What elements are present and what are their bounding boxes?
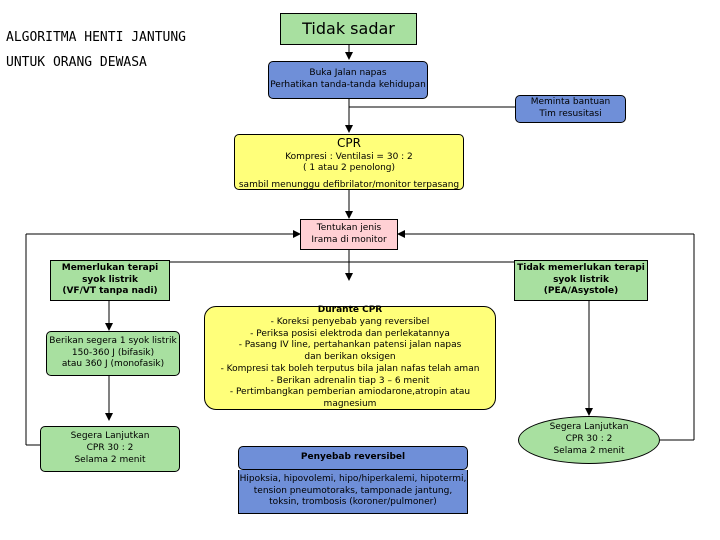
node-non-shockable-line1: Tidak memerlukan terapi [517, 262, 645, 273]
node-cpr: CPR Kompresi : Ventilasi = 30 : 2 ( 1 at… [234, 134, 464, 190]
node-non-shockable: Tidak memerlukan terapi syok listrik (PE… [514, 260, 648, 301]
node-assess-rhythm-line2: Irama di monitor [311, 234, 387, 245]
node-reversible-line1: Hipoksia, hipovolemi, hipo/hiperkalemi, … [239, 473, 467, 484]
node-cpr-line2: ( 1 atau 2 penolong) [302, 163, 396, 174]
node-reversible-causes-list: Hipoksia, hipovolemi, hipo/hiperkalemi, … [238, 470, 468, 514]
node-continue-left-line2: CPR 30 : 2 [86, 443, 134, 454]
node-during-cpr-item: - Koreksi penyebab yang reversibel [270, 317, 430, 328]
node-give-shock-line1: Berikan segera 1 syok listrik [49, 335, 177, 346]
node-during-cpr-item: - Kompresi tak boleh terputus bila jalan… [220, 363, 480, 374]
node-give-shock-line3: atau 360 J (monofasik) [61, 359, 165, 370]
node-continue-right-line2: CPR 30 : 2 [565, 434, 613, 445]
node-reversible-causes-heading: Penyebab reversibel [300, 452, 406, 463]
node-call-help: Meminta bantuan Tim resusitasi [515, 95, 626, 123]
node-open-airway-line2: Perhatikan tanda-tanda kehidupan [270, 80, 426, 90]
node-during-cpr-item: dan berikan oksigen [304, 352, 396, 363]
node-during-cpr-item: - Periksa posisi elektroda dan perlekata… [250, 328, 450, 339]
node-assess-rhythm-line1: Tentukan jenis [316, 222, 382, 233]
node-continue-cpr-right: Segera Lanjutkan CPR 30 : 2 Selama 2 men… [518, 416, 660, 464]
node-continue-cpr-left: Segera Lanjutkan CPR 30 : 2 Selama 2 men… [40, 426, 180, 472]
node-assess-rhythm: Tentukan jenis Irama di monitor [300, 219, 398, 250]
node-call-help-line1: Meminta bantuan [530, 97, 611, 108]
node-during-cpr-heading: Durante CPR [317, 305, 383, 316]
node-shockable-line3: (VF/VT tanpa nadi) [62, 286, 158, 297]
node-non-shockable-line3: (PEA/Asystole) [543, 286, 619, 297]
diagram-title-line2: UNTUK ORANG DEWASA [6, 55, 147, 70]
node-shockable-line1: Memerlukan terapi [61, 262, 159, 273]
node-open-airway-line1: Buka Jalan napas [309, 68, 387, 79]
node-reversible-line3: toksin, trombosis (koroner/pulmoner) [269, 497, 437, 508]
node-non-shockable-line2: syok listrik [553, 274, 609, 285]
node-during-cpr: Durante CPR - Koreksi penyebab yang reve… [204, 305, 496, 410]
node-continue-left-line3: Selama 2 menit [74, 454, 146, 465]
node-continue-left-line1: Segera Lanjutkan [70, 431, 150, 442]
node-shockable: Memerlukan terapi syok listrik (VF/VT ta… [50, 260, 170, 301]
node-reversible-causes-title: Penyebab reversibel [238, 446, 468, 470]
diagram-title-line1: ALGORITMA HENTI JANTUNG [6, 30, 187, 45]
node-continue-right-line3: Selama 2 menit [553, 445, 625, 456]
node-reversible-line2: tension pneumotoraks, tamponade jantung, [253, 485, 453, 496]
node-give-shock: Berikan segera 1 syok listrik 150-360 J … [46, 331, 180, 376]
node-cpr-heading: CPR [337, 136, 361, 150]
node-during-cpr-item: - Berikan adrenalin tiap 3 – 6 menit [270, 375, 430, 386]
node-cpr-line3: sambil menunggu defibrilator/monitor ter… [238, 179, 460, 190]
node-call-help-line2: Tim resusitasi [539, 109, 602, 119]
node-give-shock-line2: 150-360 J (bifasik) [71, 347, 155, 358]
node-unconscious-label: Tidak sadar [302, 18, 395, 38]
node-continue-right-line1: Segera Lanjutkan [549, 422, 629, 433]
node-shockable-line2: syok listrik [82, 274, 138, 285]
node-cpr-line1: Kompresi : Ventilasi = 30 : 2 [285, 151, 413, 162]
node-during-cpr-item: - Pertimbangkan pemberian amiodarone,atr… [229, 387, 471, 409]
node-unconscious: Tidak sadar [280, 13, 417, 45]
node-open-airway: Buka Jalan napas Perhatikan tanda-tanda … [268, 61, 428, 99]
node-during-cpr-item: - Pasang IV line, pertahankan patensi ja… [238, 340, 462, 351]
